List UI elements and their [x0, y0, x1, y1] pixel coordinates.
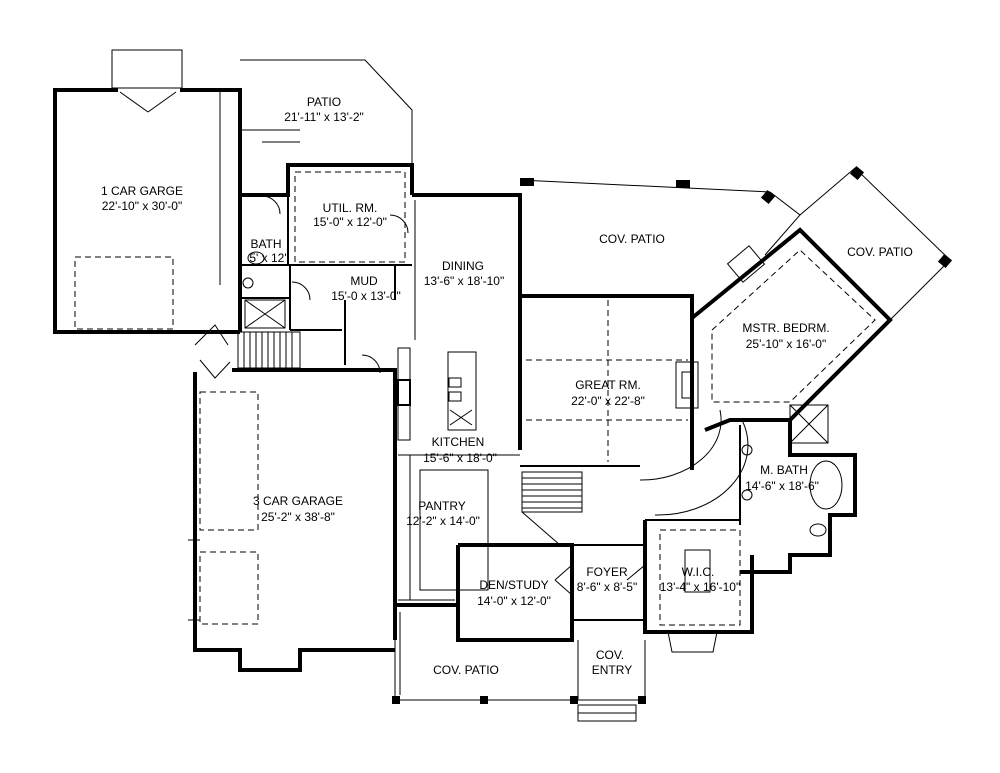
label-mstr-dims: 25'-10" x 16'-0" — [746, 337, 826, 351]
label-mbath-name: M. BATH — [760, 463, 808, 477]
label-util-dims: 15'-0" x 12'-0" — [313, 215, 387, 229]
one-car-garage-walls — [53, 49, 242, 334]
util-bath-mud-walls — [240, 163, 414, 374]
label-mud-name: MUD — [350, 274, 378, 288]
label-util-name: UTIL. RM. — [323, 201, 378, 215]
stairs-center — [521, 471, 583, 546]
room-labels: 1 CAR GARGE 22'-10" x 30'-0" PATIO 21'-1… — [101, 95, 913, 677]
label-covpatio-bottom: COV. PATIO — [433, 663, 499, 677]
label-patio-name: PATIO — [307, 95, 341, 109]
label-bath-dims: 5' x 12' — [249, 251, 286, 265]
label-pantry-dims: 12'-2" x 14'-0" — [406, 514, 480, 528]
label-kitchen-dims: 15'-6" x 18'-0" — [423, 451, 497, 465]
label-den-dims: 14'-0" x 12'-0" — [477, 594, 551, 608]
label-dining-dims: 13'-6" x 18'-10" — [424, 274, 504, 288]
three-car-garage-walls — [188, 324, 397, 672]
label-mstr-name: MSTR. BEDRM. — [742, 321, 829, 335]
label-great-dims: 22'-0" x 22'-8" — [571, 394, 645, 408]
front-porch — [392, 603, 646, 722]
label-wic-name: W.I.C. — [682, 565, 715, 579]
label-den-name: DEN/STUDY — [479, 578, 548, 592]
label-mbath-dims: 14'-6" x 18'-6" — [745, 479, 819, 493]
patio-outline — [240, 59, 413, 195]
master-bedroom-walls — [690, 165, 953, 432]
label-covpatio-center: COV. PATIO — [599, 232, 665, 246]
den-foyer-walls — [456, 543, 646, 642]
label-car3-name: 3 CAR GARAGE — [253, 494, 343, 508]
label-great-name: GREAT RM. — [575, 378, 641, 392]
label-dining-name: DINING — [442, 259, 484, 273]
label-car1-dims: 22'-10" x 30'-0" — [102, 199, 182, 213]
label-bath-name: BATH — [250, 237, 281, 251]
label-car1-name: 1 CAR GARGE — [101, 184, 183, 198]
label-foyer-name: FOYER — [586, 565, 628, 579]
great-room-walls — [520, 294, 699, 470]
stairs-left — [237, 331, 301, 369]
label-foyer-dims: 8'-6" x 8'-5" — [577, 580, 637, 594]
label-coventry-line2: ENTRY — [592, 663, 632, 677]
label-covpatio-right: COV. PATIO — [847, 245, 913, 259]
label-car3-dims: 25'-2" x 38'-8" — [261, 510, 335, 524]
master-bath-walls — [639, 404, 857, 574]
wic-walls — [643, 519, 754, 653]
label-kitchen-name: KITCHEN — [432, 435, 485, 449]
dining-kitchen-walls — [397, 193, 522, 601]
label-coventry-line1: COV. — [596, 648, 624, 662]
label-pantry-name: PANTRY — [418, 499, 466, 513]
label-wic-dims: 13'-4" x 16'-10" — [660, 580, 740, 594]
label-patio-dims: 21'-11" x 13'-2" — [284, 110, 364, 124]
label-mud-dims: 15'-0 x 13'-0" — [331, 289, 401, 303]
cov-patio-center — [519, 178, 801, 256]
